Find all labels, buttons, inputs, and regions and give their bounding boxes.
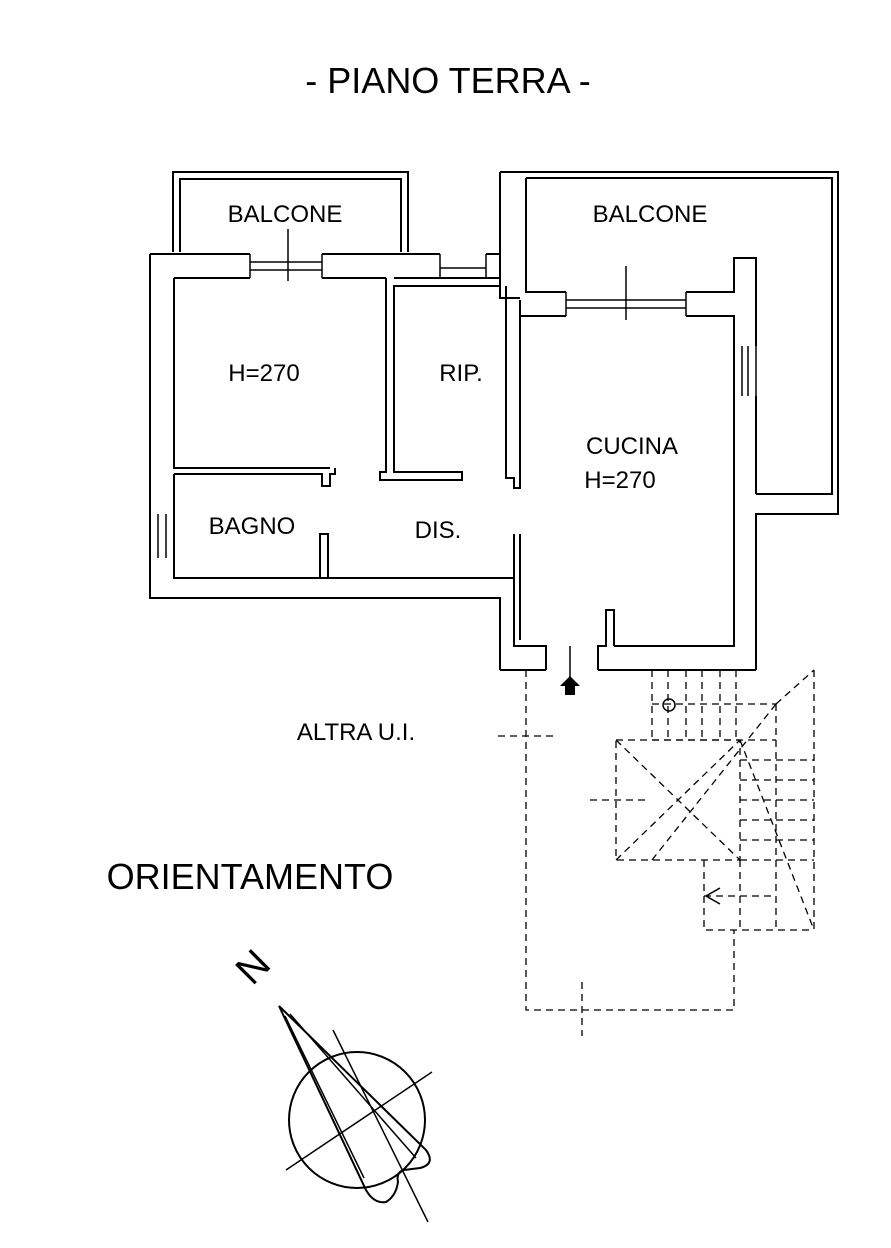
entrance-arrow-icon: [560, 646, 580, 695]
label-disimpegno: DIS.: [415, 517, 462, 544]
label-bagno: BAGNO: [209, 513, 296, 540]
label-other-unit: ALTRA U.I.: [297, 719, 415, 746]
label-balcone-right: BALCONE: [593, 201, 708, 228]
other-unit-outline: [498, 670, 735, 1036]
north-letter: N: [228, 942, 280, 994]
label-ripostiglio: RIP.: [439, 360, 483, 387]
left-balcony: BALCONE: [172, 171, 409, 252]
staircase: [615, 669, 815, 931]
interior-partitions: [174, 277, 521, 579]
page-title: - PIANO TERRA -: [305, 60, 590, 101]
label-cucina-height: H=270: [584, 467, 655, 494]
north-compass-icon: N: [228, 942, 433, 1223]
label-balcone-left: BALCONE: [228, 201, 343, 228]
left-wing-walls: [149, 229, 501, 670]
label-cucina: CUCINA: [586, 433, 678, 460]
right-wing-walls: BALCONE: [499, 171, 839, 671]
label-orientation: ORIENTAMENTO: [107, 856, 394, 897]
label-bedroom-height: H=270: [228, 360, 299, 387]
